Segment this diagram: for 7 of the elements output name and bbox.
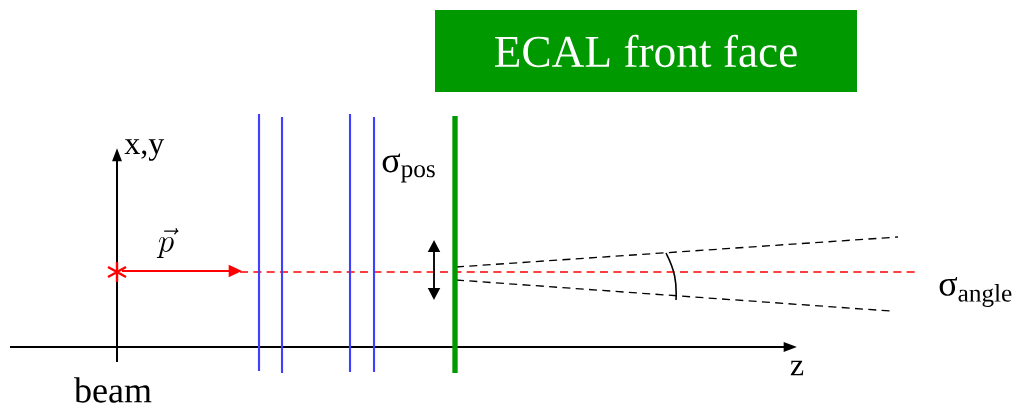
- momentum-label: $\vec{p}$: [156, 227, 179, 259]
- angle-resolution-label: σ$_{angle}$: [939, 277, 1012, 307]
- position-resolution-label: σ$_{pos}$: [382, 153, 435, 183]
- beam-label: beam: [74, 377, 152, 403]
- axis-label: x,y: [124, 139, 165, 161]
- title-box: ECAL front face: [435, 10, 857, 92]
- axis-label: z: [790, 360, 804, 376]
